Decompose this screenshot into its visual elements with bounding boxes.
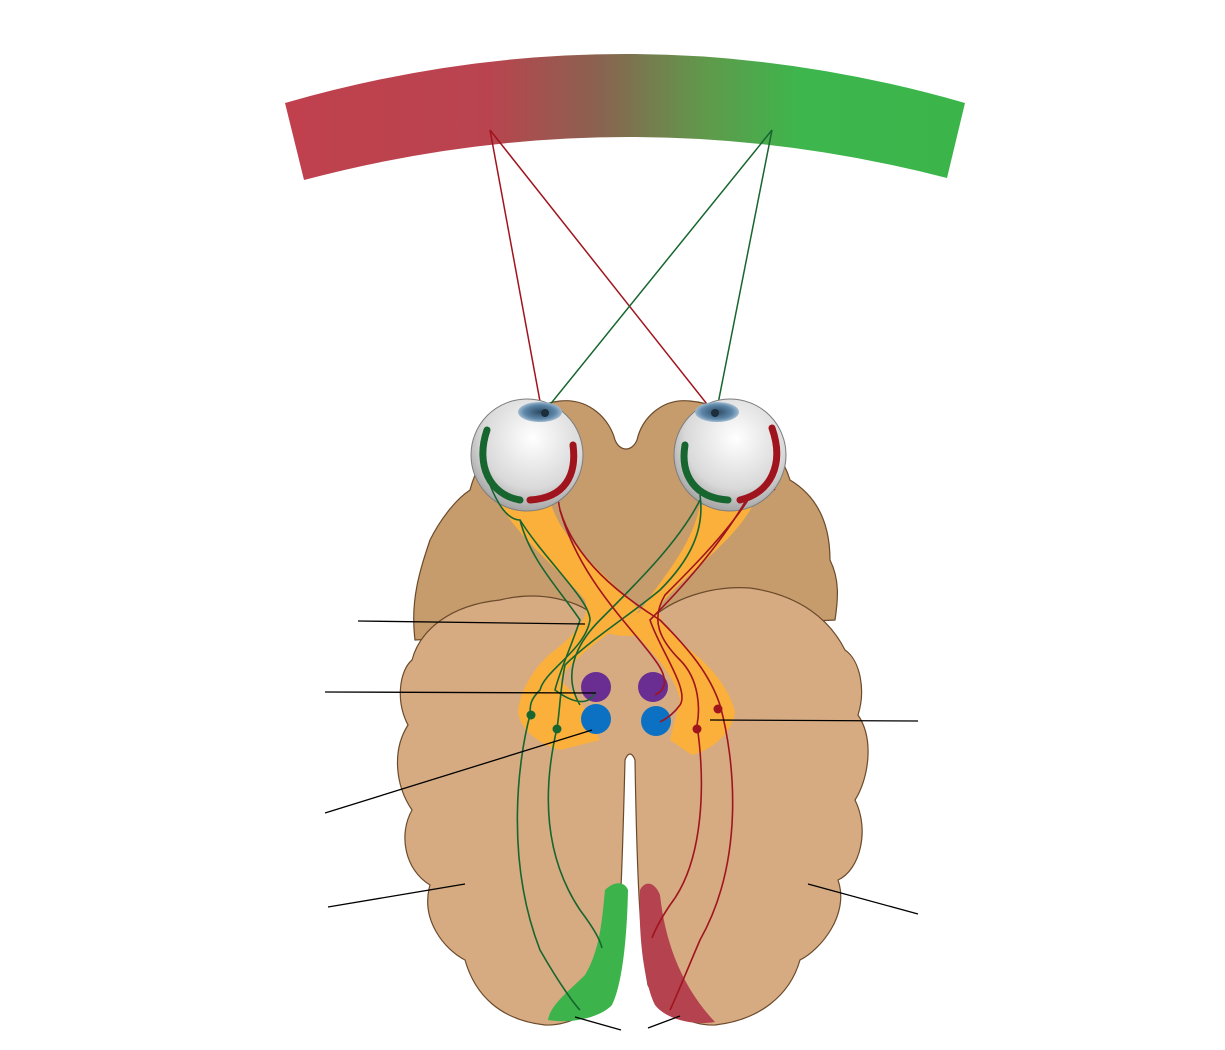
sc-left <box>581 704 611 734</box>
red-pathways <box>559 499 749 1011</box>
visual-field-arc <box>285 54 965 180</box>
sc-right <box>641 706 671 736</box>
visual-cortex-left <box>548 883 628 1022</box>
visual-cortex-right <box>639 883 715 1024</box>
red-synapse-2 <box>692 724 702 734</box>
right-eye <box>673 398 787 512</box>
green-synapse-1 <box>526 710 536 720</box>
lgn-left <box>581 672 611 702</box>
optic-chiasm <box>585 600 668 636</box>
left-eye <box>470 398 584 512</box>
posterior-brain <box>397 587 869 1026</box>
red-synapse-1 <box>713 704 723 714</box>
optic-tract-left <box>497 500 640 750</box>
green-synapse-2 <box>552 724 562 734</box>
leader-lines <box>324 620 919 1031</box>
green-pathways <box>489 484 702 1011</box>
optic-tract-right <box>630 505 753 755</box>
lgn-right <box>638 672 668 702</box>
